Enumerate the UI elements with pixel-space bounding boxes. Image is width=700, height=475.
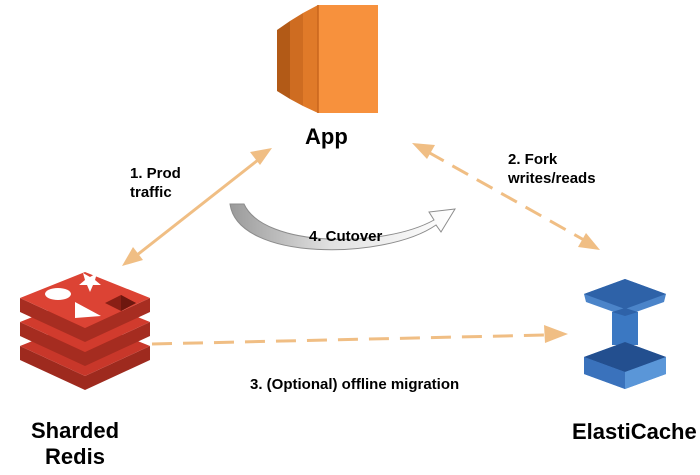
prod-traffic-label-line2: traffic xyxy=(130,183,172,201)
app-ec2-icon xyxy=(277,5,378,113)
fork-label-line2: writes/reads xyxy=(508,169,596,187)
edge-prod-traffic xyxy=(122,148,272,266)
prod-traffic-label-line1: 1. Prod xyxy=(130,165,181,182)
app-label: App xyxy=(305,124,348,149)
redis-label-line2: Redis xyxy=(45,443,105,469)
migration-label: 3. (Optional) offline migration xyxy=(250,376,460,393)
fork-label: 2. Fork writes/reads xyxy=(508,151,596,189)
redis-label: Sharded Redis xyxy=(14,418,136,470)
elasticache-label: ElastiCache xyxy=(572,419,697,444)
redis-label-line1: Sharded xyxy=(30,418,120,443)
edge-cutover xyxy=(229,203,456,251)
cutover-label: 4. Cutover xyxy=(309,228,383,245)
edge-offline-migration xyxy=(151,325,568,346)
edge-fork-writes-reads xyxy=(412,143,600,250)
redis-logo-icon xyxy=(20,272,150,390)
elasticache-icon xyxy=(584,279,666,389)
prod-traffic-label: 1. Prod traffic xyxy=(130,165,181,203)
fork-label-line1: 2. Fork xyxy=(508,151,558,168)
